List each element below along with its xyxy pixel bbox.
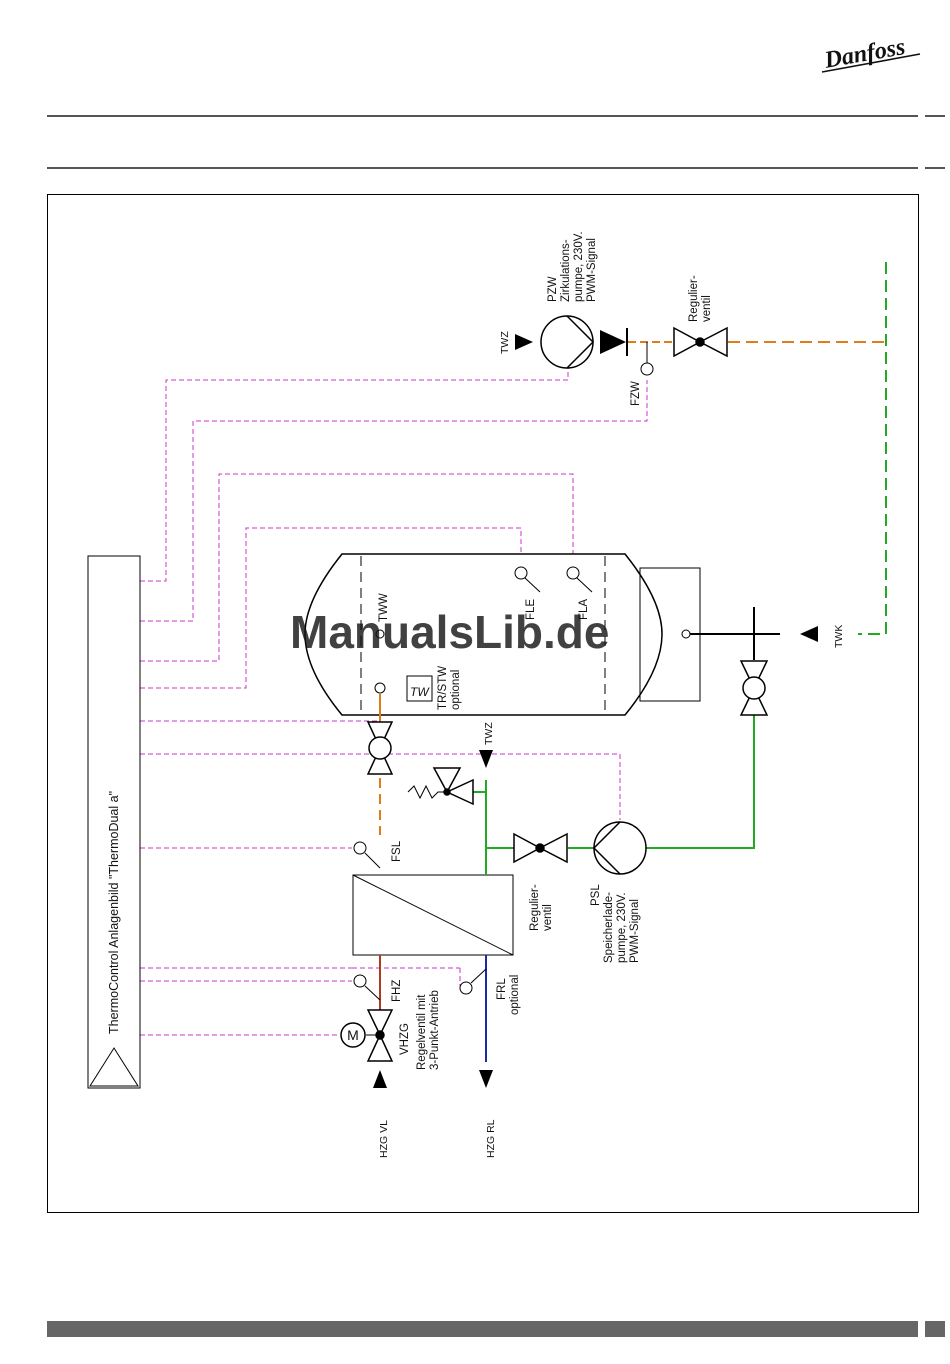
fla-label: FLA	[578, 599, 590, 620]
circulation-line	[628, 262, 887, 635]
twk-port	[681, 607, 818, 660]
danfoss-logo: Danfoss	[822, 34, 921, 74]
psl-label-1: Speicherlade-	[603, 892, 615, 963]
psl-label-3: PWM-Signal	[629, 899, 641, 963]
sensor-fhz	[353, 974, 381, 1001]
footer-bar-stub	[925, 1321, 945, 1337]
fhz-label: FHZ	[391, 980, 403, 1002]
shutoff-valve-right	[739, 660, 769, 716]
frl-label-0: FRL	[496, 978, 508, 1000]
twz-top-arrow	[515, 334, 533, 350]
watermark: ManualsLib.de	[290, 606, 609, 658]
frl-label-1: optional	[509, 975, 521, 1015]
valve-top-label-0: Regulier-	[688, 275, 700, 322]
header-rule-top-stub	[925, 115, 945, 117]
regulating-valve-mid	[513, 832, 568, 864]
header-rule-bottom	[47, 167, 918, 169]
regulating-valve-top	[673, 326, 728, 358]
valve-vhzg	[366, 1009, 394, 1062]
fsl-label: FSL	[391, 840, 403, 862]
cold-water-lines	[470, 715, 755, 875]
sensor-fsl	[353, 841, 381, 869]
twz-mid-label: TWZ	[483, 722, 495, 745]
twk-label: TWK	[833, 625, 845, 648]
hzg-rl-label: HZG RL	[485, 1119, 497, 1158]
shutoff-valve-left	[366, 721, 394, 775]
valve-mid-label-0: Regulier-	[529, 884, 541, 931]
twz-mid-arrow	[479, 750, 493, 768]
valve-top-label-1: ventil	[701, 295, 713, 322]
motor-actuator: M	[340, 1022, 366, 1048]
hzg-vl-label: HZG VL	[378, 1120, 390, 1158]
psl-label-2: pumpe, 230V.	[616, 892, 628, 963]
pump-pzw	[540, 315, 595, 369]
header-rule-top	[47, 115, 918, 117]
footer-bar	[47, 1321, 918, 1337]
controller-box: ThermoControl Anlagenbild "ThermoDual a"	[87, 555, 141, 1089]
psl-label-0: PSL	[590, 884, 602, 906]
diagram-frame	[47, 194, 919, 1213]
sensor-fle	[514, 566, 541, 593]
safety-valve	[407, 767, 474, 806]
twz-top-label: TWZ	[499, 331, 511, 354]
tr-symbol: TW	[410, 685, 430, 699]
pzw-label-2: pumpe, 230V.	[573, 231, 585, 302]
tr-stw-box: TW	[406, 675, 433, 702]
hzg-vl-arrow	[373, 1070, 387, 1088]
tww-outlet	[375, 629, 385, 639]
trstw-label-0: TR/STW	[437, 666, 449, 710]
fzw-label: FZW	[630, 381, 642, 406]
hzg-rl-arrow	[479, 1070, 493, 1088]
header-rule-bottom-stub	[925, 167, 945, 169]
pzw-label-1: Zirkulations-	[560, 239, 572, 302]
vhzg-label-2: 3-Punkt-Antrieb	[429, 990, 441, 1070]
check-valve-top	[600, 328, 628, 356]
trstw-label-1: optional	[450, 670, 462, 710]
vhzg-label-0: VHZG	[399, 1023, 411, 1055]
fle-label: FLE	[525, 599, 537, 620]
vhzg-label-1: Regelventil mit	[416, 994, 428, 1070]
tww-label: TWW	[378, 593, 390, 622]
pzw-label-3: PWM-Signal	[586, 238, 598, 302]
pzw-label-0: PZW	[547, 276, 559, 302]
signal-lines	[140, 368, 648, 1036]
valve-mid-label-1: ventil	[542, 904, 554, 931]
motor-label: M	[347, 1027, 359, 1043]
sensor-fzw	[640, 342, 654, 376]
sensor-fla	[566, 566, 593, 593]
controller-label: ThermoControl Anlagenbild "ThermoDual a"	[107, 791, 121, 1034]
hot-water-sensor	[374, 682, 386, 694]
sensor-frl	[459, 968, 487, 995]
pump-psl	[592, 821, 647, 875]
heat-exchanger	[352, 874, 514, 956]
storage-tank	[304, 553, 701, 716]
